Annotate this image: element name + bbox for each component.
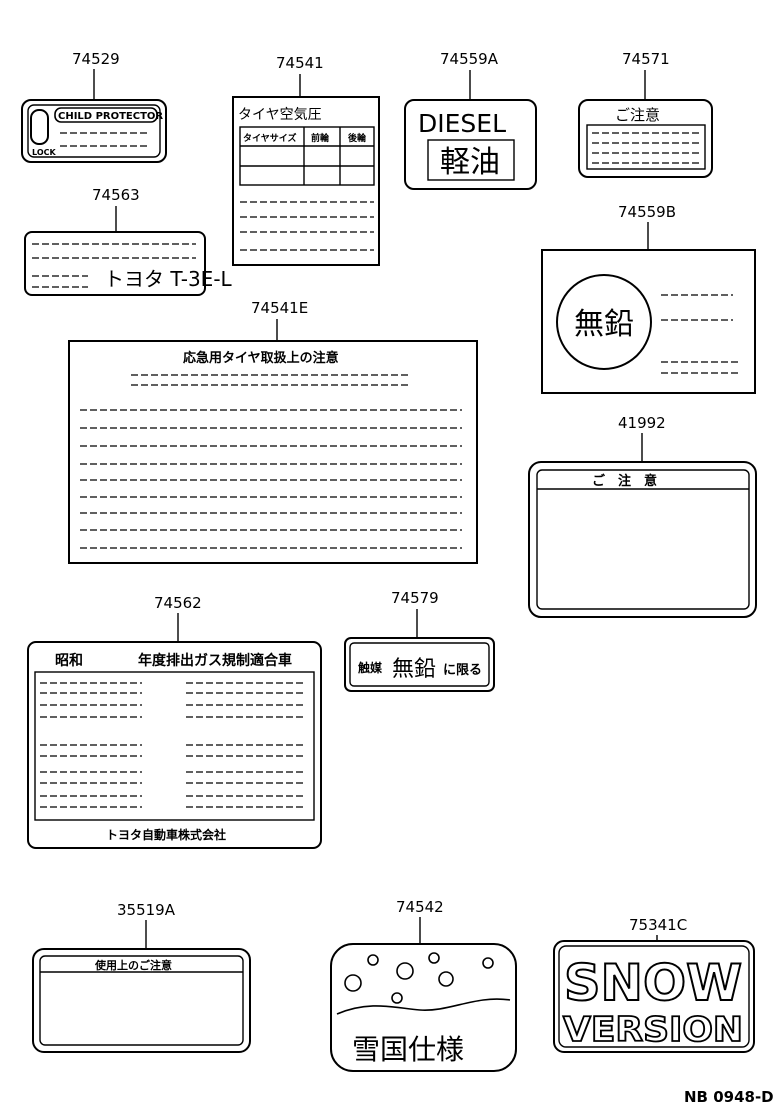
catalyst-text: 触媒 (358, 660, 383, 675)
emergency-tire-title: 応急用タイヤ取扱上の注意 (183, 350, 339, 366)
tire-pressure-title: タイヤ空気圧 (238, 107, 322, 123)
usage-caution-text: 使用上のご注意 (94, 958, 172, 972)
only-text: に限る (443, 663, 482, 678)
part-number-74529: 74529 (72, 50, 120, 68)
unleaded-small-text: 無鉛 (392, 657, 436, 682)
part-number-74563: 74563 (92, 186, 140, 204)
label-74559A: 74559A DIESEL 軽油 (404, 50, 537, 190)
diesel-text: DIESEL (418, 109, 506, 138)
part-number-41992: 41992 (618, 414, 666, 432)
keiyu-text: 軽油 (440, 145, 500, 180)
label-35519A: 35519A 使用上のご注意 (32, 901, 251, 1053)
snow-country-text: 雪国仕様 (352, 1033, 464, 1066)
label-74529: 74529 CHILD PROTECTOR LOCK (21, 50, 167, 163)
part-number-74571: 74571 (622, 50, 670, 68)
part-number-74542: 74542 (396, 898, 444, 916)
front-header: 前輪 (311, 132, 330, 144)
child-protector-text: CHILD PROTECTOR (58, 111, 163, 122)
toyota-motor-text: トヨタ自動車株式会社 (106, 827, 226, 842)
label-74542: 74542 雪国仕様 (330, 898, 517, 1072)
drawing-number: NB 0948-D (684, 1088, 774, 1106)
tire-size-header: タイヤサイズ (243, 132, 296, 144)
label-74559B: 74559B 無鉛 (541, 203, 756, 394)
part-number-74541: 74541 (276, 54, 324, 72)
label-41992: 41992 ご 注 意 (528, 414, 757, 618)
part-number-74541E: 74541E (251, 299, 308, 317)
part-number-35519A: 35519A (117, 901, 176, 919)
part-number-74579: 74579 (391, 589, 439, 607)
version-text: VERSION (563, 1010, 743, 1050)
snow-text: SNOW (564, 954, 742, 1012)
part-number-75341C: 75341C (629, 916, 687, 934)
label-75341C: 75341C SNOW VERSION (553, 916, 755, 1053)
rear-header: 後輪 (348, 132, 367, 144)
showa-text: 昭和 (55, 653, 83, 669)
part-number-74559B: 74559B (618, 203, 676, 221)
lock-text: LOCK (32, 148, 56, 157)
label-74562: 74562 昭和 年度排出ガス規制適合車 トヨタ自動車株式会社 (27, 594, 322, 849)
label-74563: 74563 トヨタ T-3E-L (24, 186, 233, 296)
label-74579: 74579 触媒 無鉛 に限る (344, 589, 495, 692)
emission-cert-text: 年度排出ガス規制適合車 (138, 652, 292, 669)
toyota-t3el-text: トヨタ T-3E-L (104, 267, 233, 291)
caution-text-41992: ご 注 意 (592, 473, 657, 489)
caution-text-74571: ご注意 (615, 106, 660, 124)
label-74541: 74541 タイヤ空気圧 タイヤサイズ 前輪 後輪 (232, 54, 380, 266)
part-number-74562: 74562 (154, 594, 202, 612)
part-number-74559A: 74559A (440, 50, 499, 68)
label-74541E: 74541E 応急用タイヤ取扱上の注意 (68, 299, 478, 564)
unleaded-text: 無鉛 (574, 307, 634, 342)
label-74571: 74571 ご注意 (578, 50, 713, 178)
